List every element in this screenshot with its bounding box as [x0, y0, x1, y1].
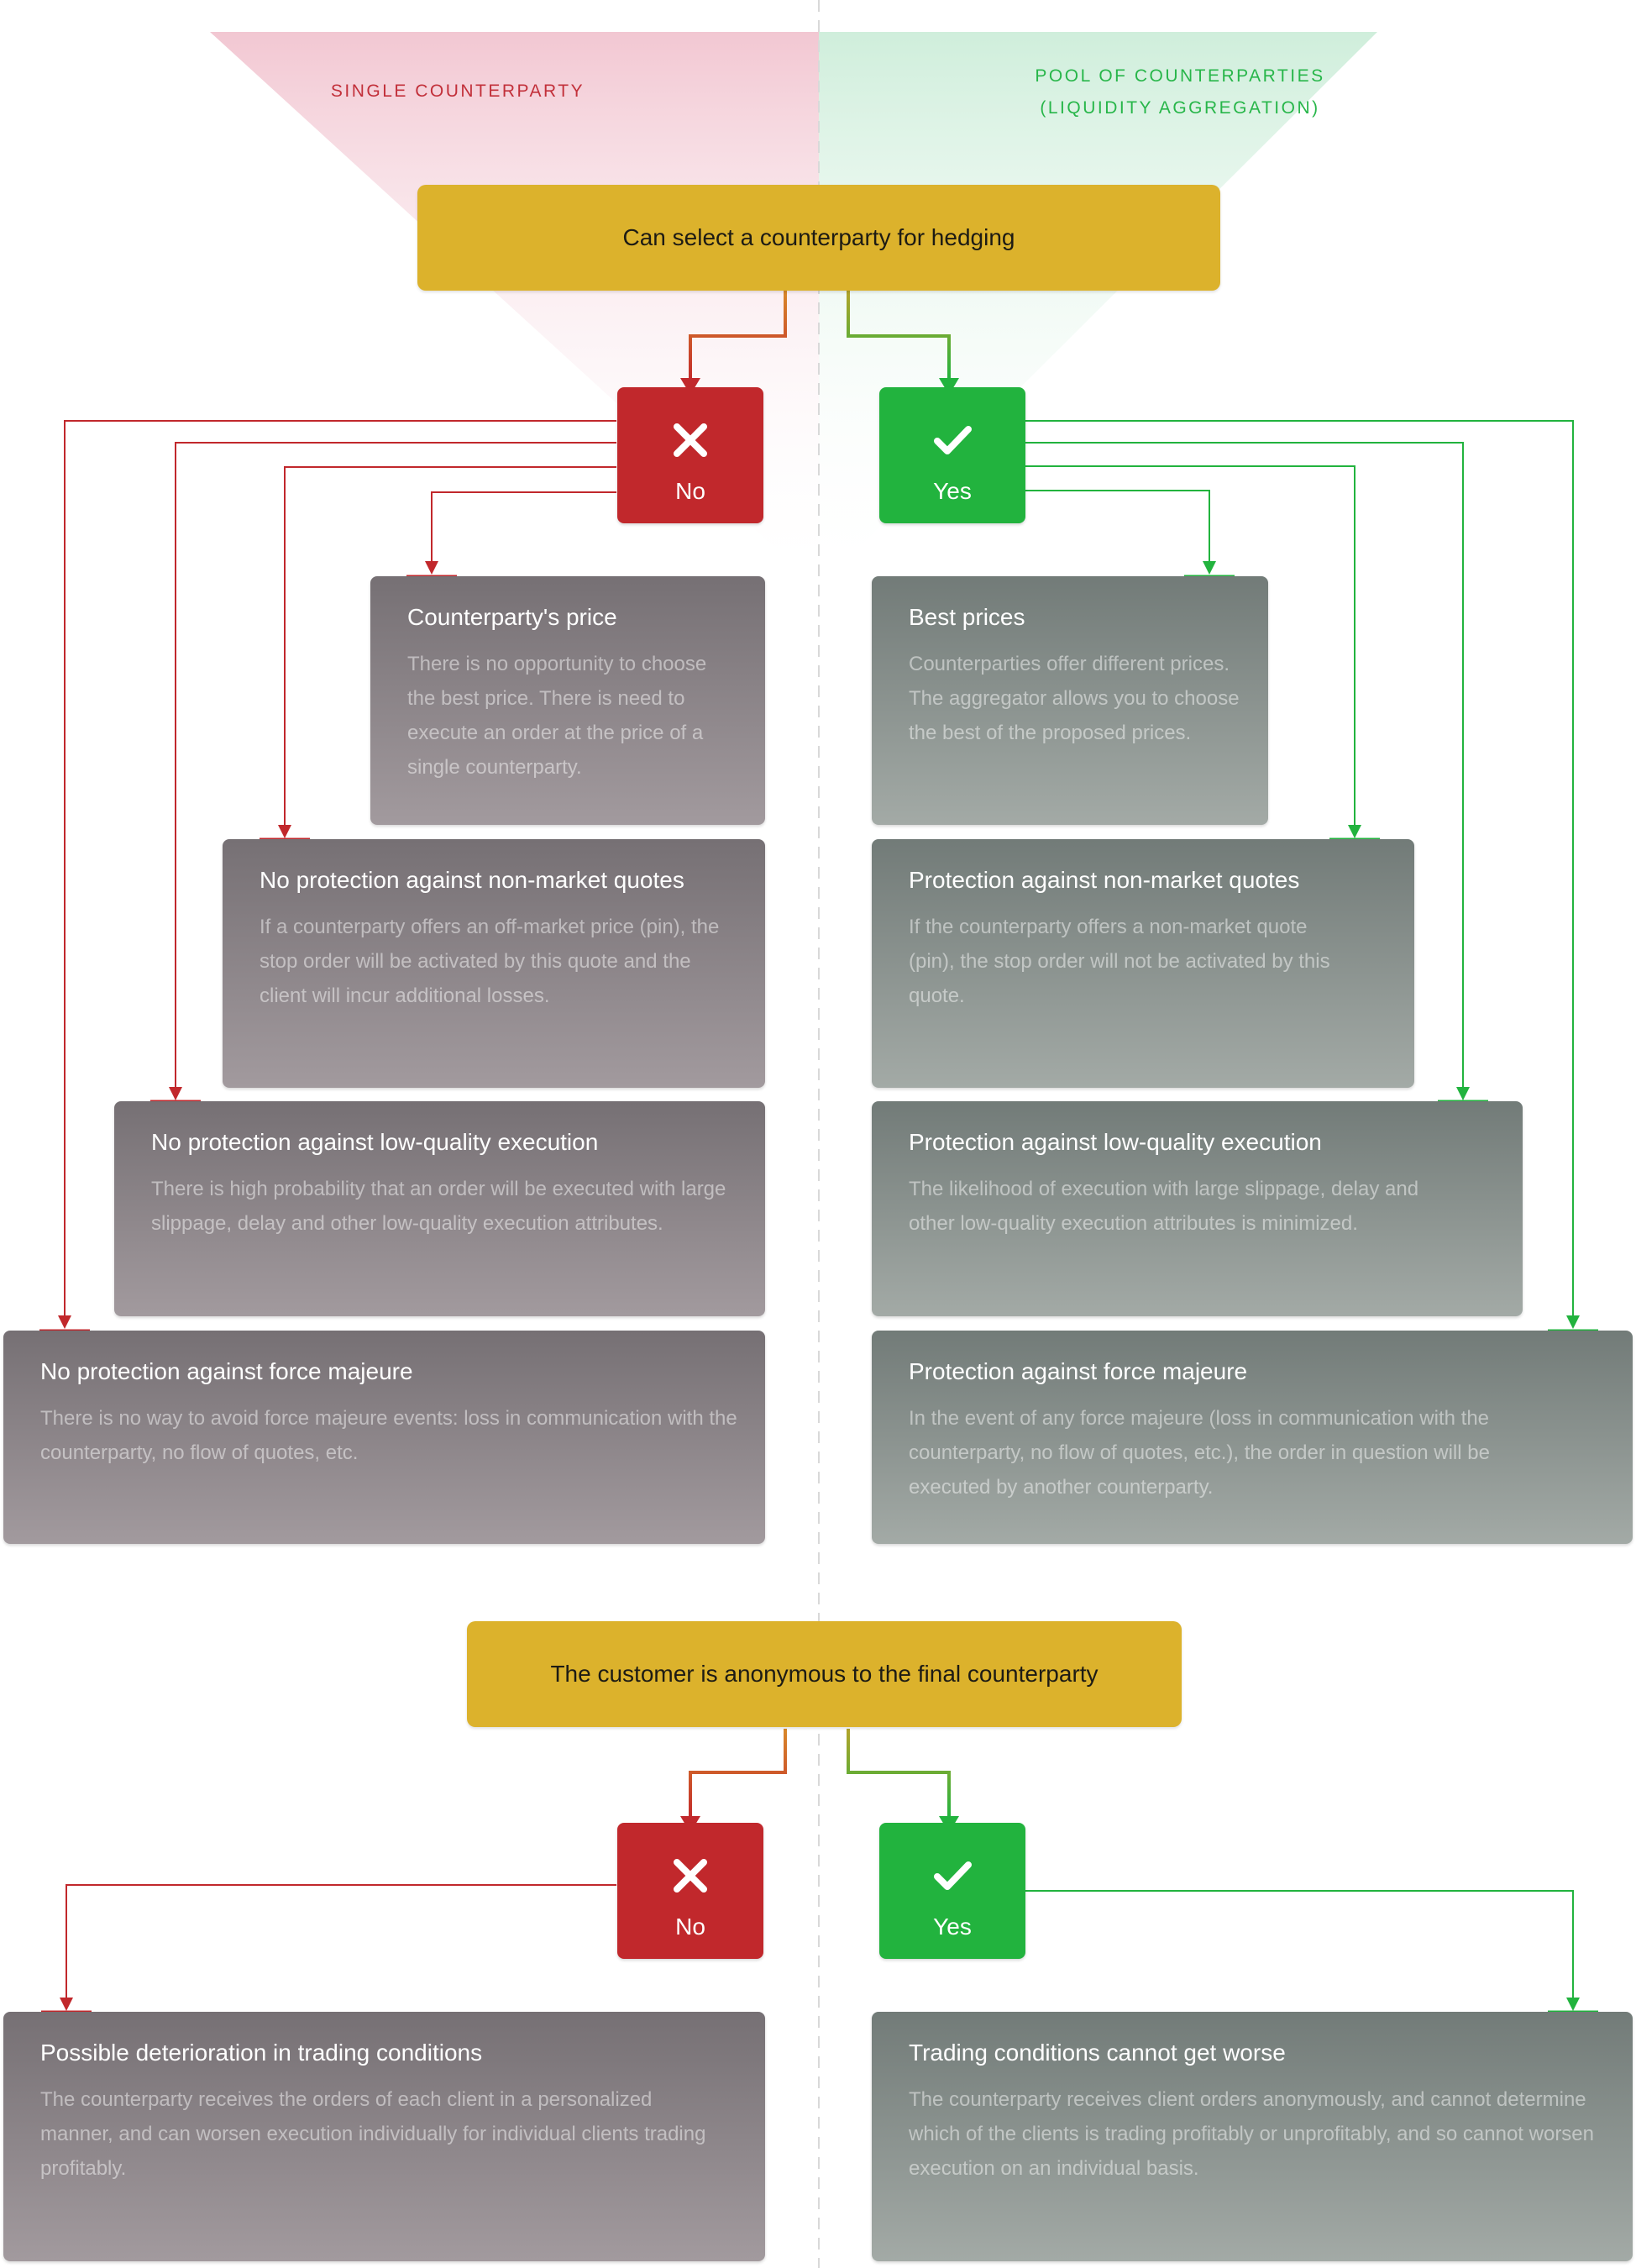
- card-desc: If a counterparty offers an off-market p…: [260, 916, 720, 1007]
- decision-no-1-label: No: [675, 478, 705, 504]
- card-title: Trading conditions cannot get worse: [909, 2040, 1286, 2066]
- card-desc: There is high probability that an order …: [151, 1178, 726, 1235]
- card-title: Counterparty's price: [407, 604, 617, 630]
- card-protection-low-quality: Protection against low-quality execution…: [872, 1101, 1523, 1316]
- card-title: Protection against non-market quotes: [909, 867, 1300, 893]
- decision-yes-1: Yes: [879, 387, 1025, 523]
- card-title: Best prices: [909, 604, 1025, 630]
- card-no-protection-force-majeure: No protection against force majeure Ther…: [3, 1331, 765, 1544]
- card-title: No protection against force majeure: [40, 1358, 413, 1384]
- card-desc: If the counterparty offers a non-market …: [909, 916, 1330, 1007]
- card-conditions-cannot-worsen: Trading conditions cannot get worse The …: [872, 2012, 1633, 2261]
- decision-yes-2: Yes: [879, 1823, 1025, 1959]
- close-x-icon: [674, 423, 707, 457]
- card-no-protection-low-quality: No protection against low-quality execut…: [114, 1101, 765, 1316]
- card-desc: There is no way to avoid force majeure e…: [40, 1407, 737, 1464]
- decision-no-1: No: [617, 387, 763, 523]
- card-title: Protection against low-quality execution: [909, 1129, 1322, 1155]
- decision-no-2-label: No: [675, 1914, 705, 1940]
- card-desc: There is no opportunity to choose the be…: [407, 653, 707, 779]
- card-title: Possible deterioration in trading condit…: [40, 2040, 483, 2066]
- card-protection-force-majeure: Protection against force majeure In the …: [872, 1331, 1633, 1544]
- question-customer-anonymous: The customer is anonymous to the final c…: [467, 1621, 1182, 1727]
- card-no-protection-non-market: No protection against non-market quotes …: [223, 839, 765, 1088]
- column-title-right-line1: POOL OF COUNTERPARTIES: [1035, 66, 1325, 86]
- decision-no-2: No: [617, 1823, 763, 1959]
- card-protection-non-market: Protection against non-market quotes If …: [872, 839, 1414, 1088]
- decision-yes-2-label: Yes: [933, 1914, 972, 1940]
- column-title-right: POOL OF COUNTERPARTIES (LIQUIDITY AGGREG…: [974, 60, 1386, 124]
- card-counterparty-price: Counterparty's price There is no opportu…: [370, 576, 765, 825]
- card-desc: The counterparty receives the orders of …: [40, 2088, 706, 2180]
- card-possible-deterioration: Possible deterioration in trading condit…: [3, 2012, 765, 2261]
- card-desc: The counterparty receives client orders …: [909, 2088, 1594, 2180]
- card-desc: Counterparties offer different prices. T…: [909, 653, 1240, 744]
- checkmark-icon: [934, 1861, 972, 1890]
- column-title-left: SINGLE COUNTERPARTY: [330, 81, 585, 101]
- checkmark-icon: [934, 426, 972, 454]
- card-title: No protection against non-market quotes: [260, 867, 684, 893]
- question-select-counterparty: Can select a counterparty for hedging: [417, 185, 1220, 291]
- close-x-icon: [674, 1859, 707, 1893]
- card-title: No protection against low-quality execut…: [151, 1129, 599, 1155]
- column-title-right-line2: (LIQUIDITY AGGREGATION): [1040, 98, 1320, 118]
- card-best-prices: Best prices Counterparties offer differe…: [872, 576, 1268, 825]
- card-desc: The likelihood of execution with large s…: [909, 1178, 1419, 1235]
- card-desc: In the event of any force majeure (loss …: [909, 1407, 1490, 1499]
- decision-yes-1-label: Yes: [933, 478, 972, 504]
- card-title: Protection against force majeure: [909, 1358, 1248, 1384]
